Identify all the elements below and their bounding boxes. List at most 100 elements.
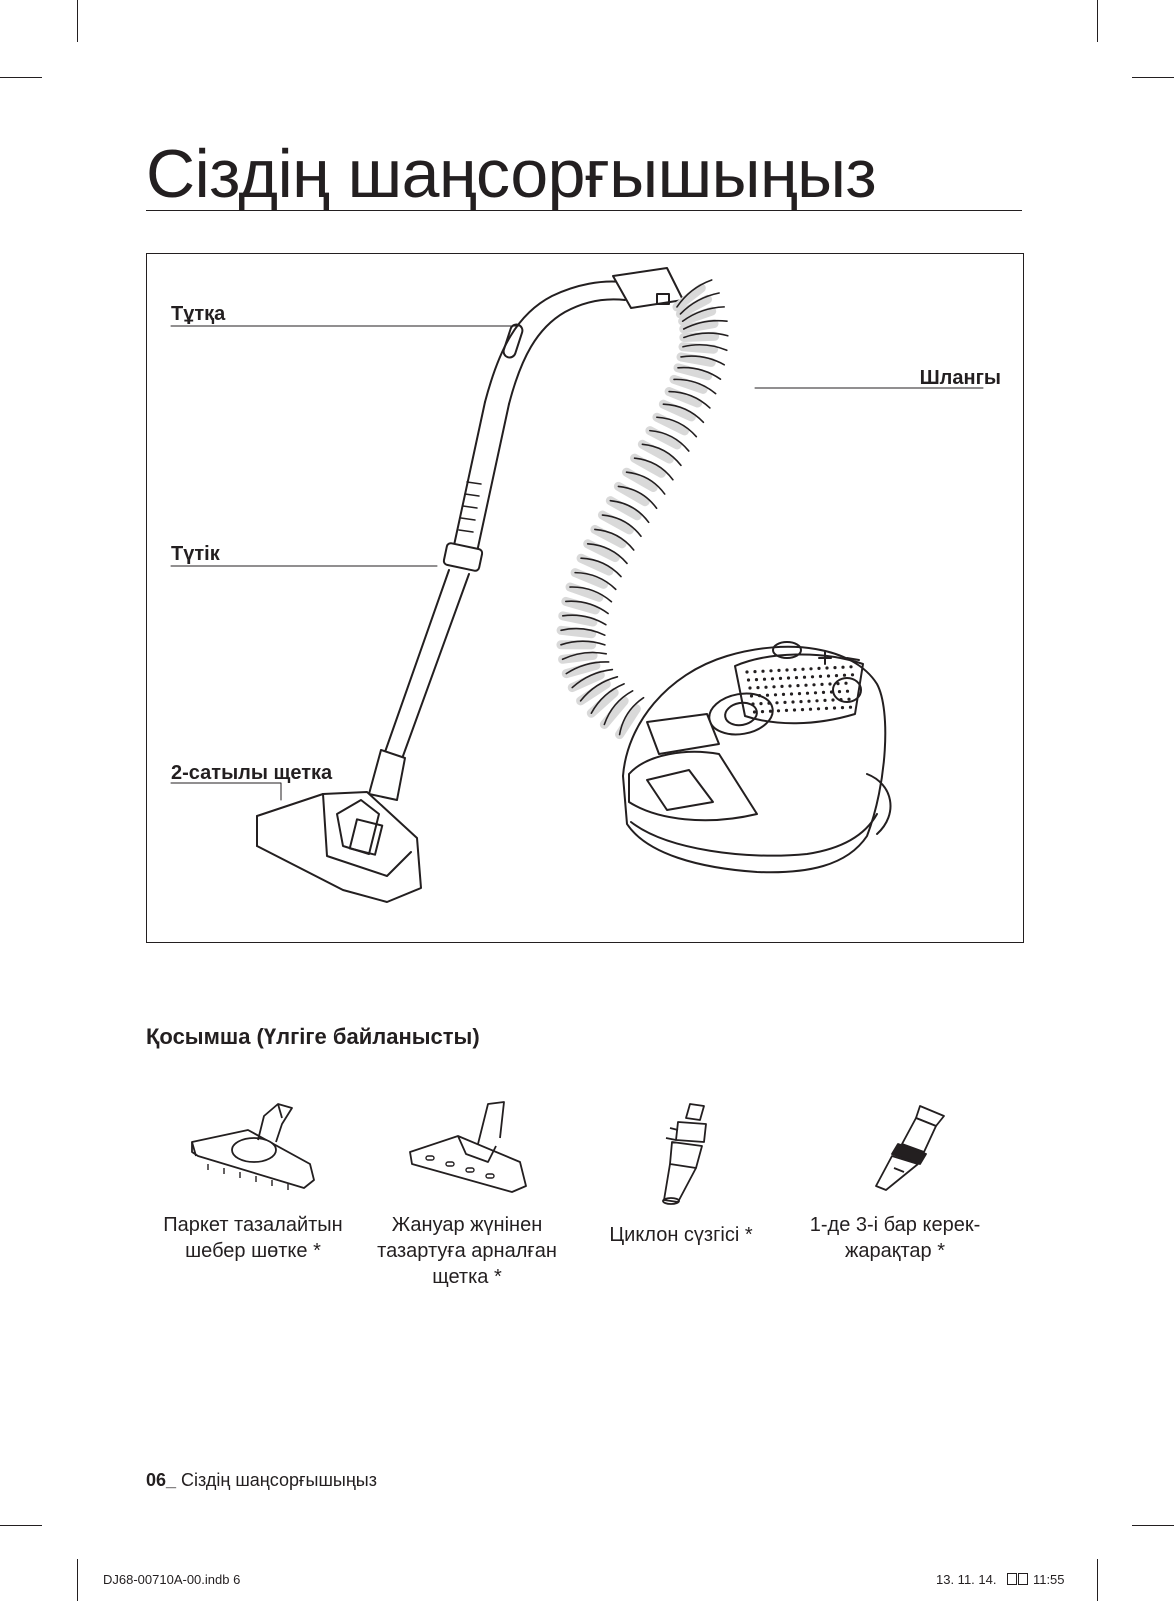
hose-shade: [658, 399, 696, 422]
hose-shade: [567, 670, 605, 693]
grille-dot: [777, 668, 781, 672]
grille-dot: [785, 668, 789, 672]
grille-dot: [815, 699, 819, 703]
footer-section: Сіздің шаңсорғышыңыз: [176, 1470, 377, 1490]
hose-shade: [599, 696, 629, 729]
hose-coil: [580, 557, 622, 578]
grille-dot: [844, 681, 848, 685]
hose-coil: [617, 485, 658, 510]
hose-coil: [579, 676, 619, 702]
hose-shade: [558, 611, 598, 627]
print-slug-date: 13. 11. 14. 11:55: [936, 1572, 1065, 1587]
grille-dot: [808, 707, 813, 711]
hose-coil: [565, 600, 609, 615]
grille-dot: [821, 690, 826, 694]
hose-coil: [609, 499, 650, 524]
grille-dot: [778, 676, 783, 680]
grille-dot: [804, 683, 808, 687]
grille-dot: [762, 677, 767, 681]
hose-coil: [569, 586, 613, 603]
crop-mark: [77, 0, 78, 42]
crop-mark: [77, 1559, 78, 1601]
slug-time: 11:55: [1032, 1572, 1065, 1587]
hose-coil: [625, 471, 666, 495]
grille-dot: [824, 706, 829, 710]
grille-dot: [805, 691, 810, 695]
grille-dot: [799, 700, 803, 704]
grille-dot: [759, 702, 763, 706]
grille-dot: [794, 676, 799, 680]
box-glyph-icon: [1018, 1573, 1029, 1585]
grille-dot: [791, 700, 795, 704]
accessories-heading: Қосымша (Үлгіге байланысты): [146, 1024, 480, 1049]
hose-coil: [633, 457, 674, 481]
hose-coil: [603, 690, 634, 726]
grille-dot: [754, 678, 759, 682]
grille-dot: [833, 666, 837, 670]
grille-dot: [746, 678, 751, 682]
crop-mark: [1132, 77, 1174, 78]
grille-dot: [772, 685, 776, 689]
crop-mark: [0, 1525, 42, 1526]
grille-dot: [793, 668, 797, 672]
accessory-item: Паркет тазалайтын шебер шөтке *: [148, 1098, 358, 1264]
grille-dot: [753, 670, 757, 674]
hose-shade: [645, 426, 682, 450]
vacuum-cleaner-illustration: [170, 267, 984, 903]
hose-coil: [641, 443, 682, 467]
page-number: 06_: [146, 1470, 177, 1490]
crop-mark: [1132, 1525, 1174, 1526]
hose-shade: [679, 319, 719, 334]
page-title: Сіздің шаңсорғышыңыз: [146, 136, 877, 212]
hose-shade: [673, 363, 713, 381]
grille-dot: [832, 706, 837, 710]
grille-dot: [810, 675, 815, 679]
hose-shade: [675, 294, 713, 319]
grille-dot: [831, 698, 835, 702]
hose-coil: [680, 355, 726, 366]
grille-dot: [797, 692, 802, 696]
grille-dot: [783, 700, 787, 704]
hose-coil: [560, 627, 606, 636]
crop-mark: [1097, 1559, 1098, 1601]
hose-coil: [681, 306, 725, 323]
hose-shade: [570, 568, 609, 589]
hose-shade: [613, 481, 650, 507]
grille-dot: [792, 708, 797, 712]
hose-shade: [679, 331, 720, 342]
grille-dot: [757, 694, 762, 698]
grille-dot: [818, 674, 823, 678]
grille-dot: [845, 689, 850, 693]
parquet-brush-icon: [191, 1103, 315, 1190]
accessory-item: Циклон сүзгісі *: [576, 1098, 786, 1248]
hose-shade: [676, 352, 716, 367]
cyclone-filter-icon: [662, 1103, 707, 1205]
grille-dot: [756, 686, 760, 690]
callout-brush: 2-сатылы щетка: [171, 762, 333, 784]
hose-shade: [583, 539, 620, 563]
hose-shade: [630, 453, 666, 478]
callout-hose: Шлангы: [919, 367, 1001, 389]
grille-dot: [770, 677, 775, 681]
grille-dot: [802, 675, 807, 679]
hose-coil: [679, 292, 720, 315]
hose-shade: [576, 553, 614, 576]
hose-shade: [652, 412, 690, 436]
accessory-label: Жануар жүнінен тазартуға арналған щетка …: [377, 1214, 557, 1288]
hose-shade: [586, 688, 619, 718]
page-footer: 06_ Сіздің шаңсорғышыңыз: [146, 1470, 377, 1491]
hose-coil: [683, 332, 729, 339]
grille-dot: [836, 682, 840, 686]
hose-shade: [669, 374, 708, 394]
hose-shade: [678, 342, 719, 354]
grille-dot: [826, 674, 831, 678]
hose-coil: [682, 319, 728, 330]
grille-dot: [809, 667, 813, 671]
hose-coil: [673, 378, 717, 395]
grille-dot: [848, 705, 853, 709]
grille-dot: [745, 670, 749, 674]
hose-coil: [682, 343, 728, 352]
grille-dot: [800, 708, 805, 712]
grille-dot: [765, 693, 770, 697]
hose-coil: [574, 571, 617, 591]
